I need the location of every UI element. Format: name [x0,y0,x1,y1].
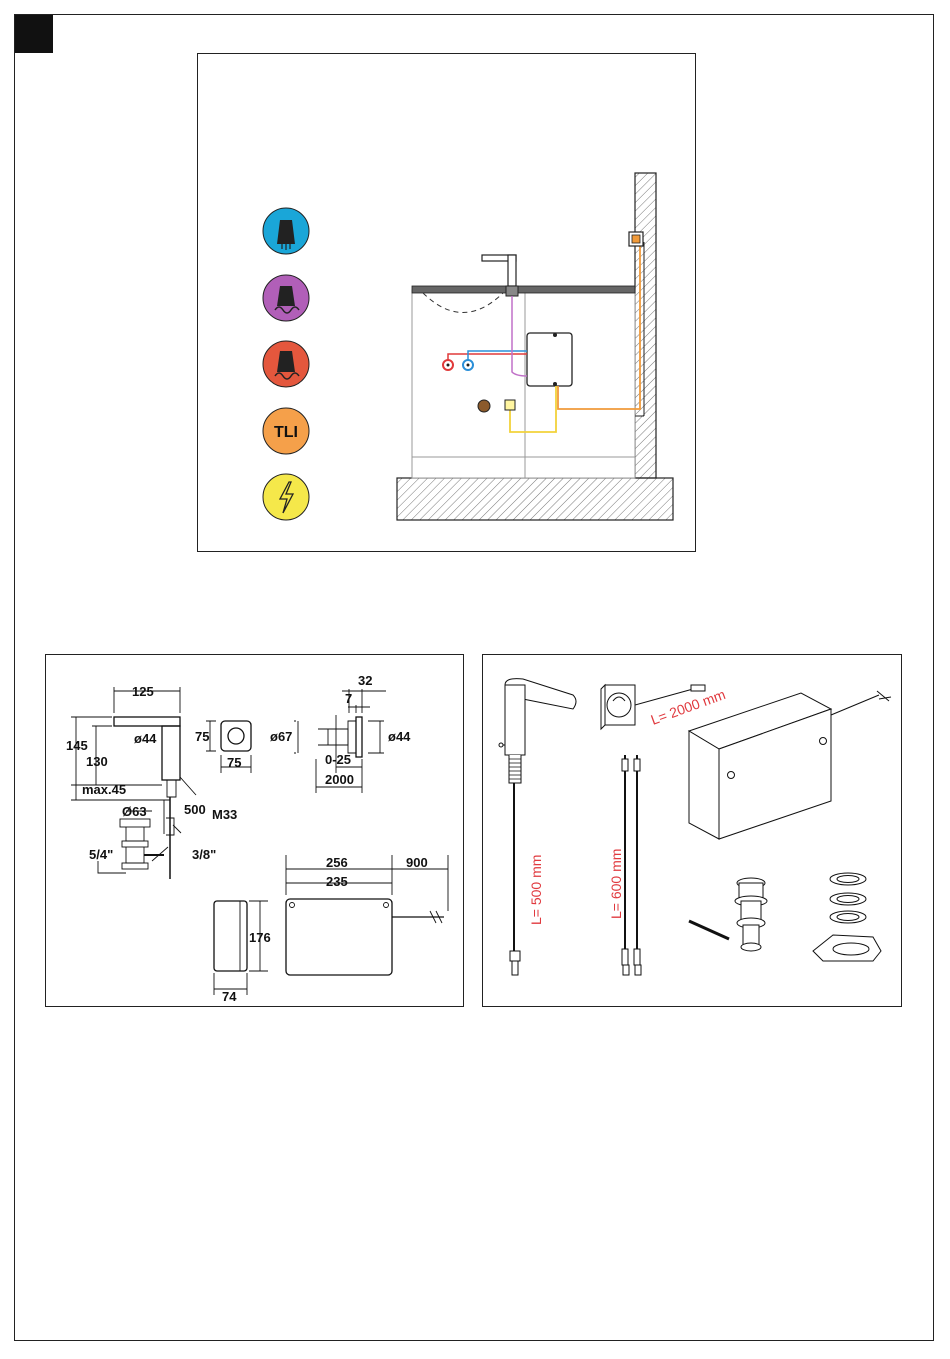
legend-hot-water [263,341,309,387]
dim-2000: 2000 [325,772,354,787]
dimensions-panel: 125 145 130 ø44 max.45 500 M33 Ø63 5/4" … [45,654,464,1007]
dim-3-8: 3/8" [192,847,216,862]
vanity-cabinet [412,290,635,478]
hose-600-label: L= 600 mm [608,849,624,919]
power-icon [263,474,309,520]
dim-145: 145 [66,738,88,753]
legend-tli: TLI [263,408,309,454]
rings-component [813,873,881,961]
legend-power [263,474,309,520]
dim-75-width: 75 [227,755,241,770]
tli-label: TLI [274,424,298,441]
floor-slab [397,478,673,520]
power-socket [505,400,515,410]
dim-o44-sensor: ø44 [388,729,411,744]
dim-m33: M33 [212,807,237,822]
dim-125: 125 [132,684,154,699]
drain [478,400,490,412]
control-box-component [689,691,891,839]
dim-7: 7 [345,691,352,706]
dim-130: 130 [86,754,108,769]
installation-panel: TLI [197,53,696,552]
hoses-component [622,755,641,975]
dim-235: 235 [326,874,348,889]
waste-component [689,878,767,951]
dim-max45: max.45 [82,782,126,797]
dim-500: 500 [184,802,206,817]
components-panel: L= 2000 mm L= 500 mm L= 600 mm [482,654,902,1007]
dim-o67: ø67 [270,729,292,744]
dimensions-drawing: 125 145 130 ø44 max.45 500 M33 Ø63 5/4" … [46,655,462,1005]
legend-mixed-water [263,275,309,321]
dim-o63: Ø63 [122,804,147,819]
dim-900: 900 [406,855,428,870]
dim-256: 256 [326,855,348,870]
installation-diagram: TLI [198,54,694,550]
legend-cold-water [263,208,309,254]
dim-o44-faucet: ø44 [134,731,157,746]
dim-176: 176 [249,930,271,945]
dim-5-4: 5/4" [89,847,113,862]
wall [635,173,656,478]
corner-block [15,15,53,53]
dim-0-25: 0-25 [325,752,351,767]
countertop [412,286,635,293]
dim-32: 32 [358,673,372,688]
hose-500-label: L= 500 mm [528,855,544,925]
control-box [527,333,572,386]
components-drawing: L= 2000 mm L= 500 mm L= 600 mm [483,655,900,1005]
dim-75-height: 75 [195,729,209,744]
dim-74: 74 [222,989,237,1004]
faucet-component [499,679,576,975]
